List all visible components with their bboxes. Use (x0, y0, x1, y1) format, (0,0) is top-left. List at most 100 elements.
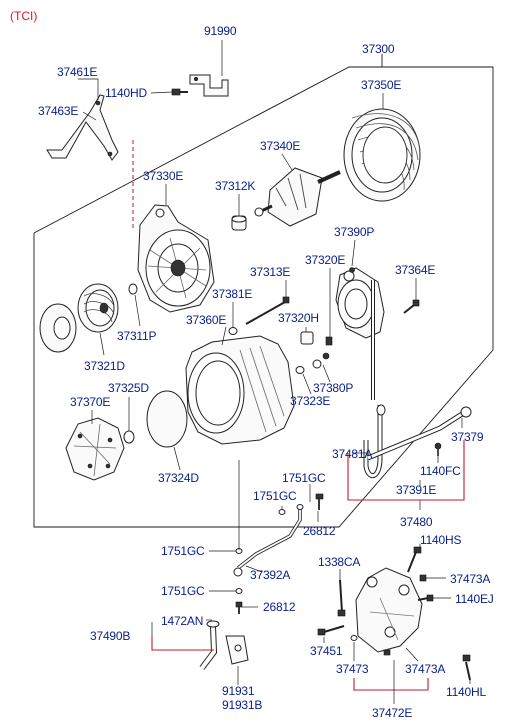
label-26812-a[interactable]: 26812 (303, 524, 336, 538)
vacuum-pump-37390P-shape[interactable] (335, 267, 385, 339)
label-37473[interactable]: 37473 (336, 662, 369, 676)
oil-pipe-37392A-shape[interactable] (233, 506, 302, 577)
label-37312K[interactable]: 37312K (215, 179, 256, 193)
label-37381E[interactable]: 37381E (212, 287, 253, 301)
label-37330E[interactable]: 37330E (143, 169, 184, 183)
label-37320E[interactable]: 37320E (305, 253, 346, 267)
label-37390P[interactable]: 37390P (334, 225, 375, 239)
leader-37463E (82, 111, 97, 121)
rear-cover-37324D-shape[interactable] (146, 390, 188, 448)
label-1140FC[interactable]: 1140FC (420, 464, 461, 478)
leader-37324D (173, 446, 181, 471)
label-37380P[interactable]: 37380P (313, 381, 354, 395)
label-37391E[interactable]: 37391E (396, 483, 437, 497)
bolt-26812-lower-shape[interactable] (235, 601, 243, 614)
bolt-1140HL-shape[interactable] (462, 654, 471, 681)
label-37473A-b[interactable]: 37473A (405, 662, 446, 676)
leader-37340E (281, 153, 293, 171)
bracket-37472E (353, 678, 429, 691)
label-1140HD[interactable]: 1140HD (105, 86, 148, 100)
label-37451[interactable]: 37451 (310, 644, 343, 658)
gasket-91931-shape[interactable] (225, 635, 249, 665)
leader-37380P (322, 364, 331, 383)
label-1751GC-b[interactable]: 1751GC (253, 489, 297, 503)
label-37379[interactable]: 37379 (451, 430, 484, 444)
front-housing-37330E-shape[interactable] (137, 204, 215, 313)
label-37320H[interactable]: 37320H (278, 311, 319, 325)
regulator-37320H-shape[interactable] (300, 331, 314, 345)
label-1472AN[interactable]: 1472AN (161, 614, 203, 628)
rear-housing-37360E-shape[interactable] (185, 335, 295, 445)
label-26812-b[interactable]: 26812 (263, 600, 296, 614)
washer-37325D-shape[interactable] (123, 430, 135, 444)
label-37490B[interactable]: 37490B (90, 629, 131, 643)
nut-37380P-shape[interactable] (312, 352, 330, 369)
label-37473A-a[interactable]: 37473A (450, 572, 491, 586)
bolt-37364E-shape[interactable] (403, 299, 420, 314)
leader-37323E (302, 373, 312, 395)
label-37300[interactable]: 37300 (362, 42, 395, 56)
label-37311P[interactable]: 37311P (117, 329, 157, 343)
label-37323E[interactable]: 37323E (290, 394, 331, 408)
variant-header: (TCI) (10, 9, 37, 23)
bolt-26812-upper-shape[interactable] (315, 493, 324, 510)
bracket-91990-shape[interactable] (189, 74, 229, 97)
label-91990[interactable]: 91990 (204, 24, 237, 38)
bracket-37480 (347, 440, 465, 501)
label-37350E[interactable]: 37350E (361, 78, 402, 92)
label-91931B[interactable]: 91931B (222, 698, 263, 712)
label-37364E[interactable]: 37364E (395, 263, 436, 277)
hose-37379-shape[interactable] (367, 406, 472, 461)
stator-37350E-shape[interactable] (343, 108, 421, 202)
label-37313E[interactable]: 37313E (250, 265, 291, 279)
label-37461E[interactable]: 37461E (57, 65, 98, 79)
washer-37473-shape[interactable] (350, 635, 358, 641)
bolt-37451-shape[interactable] (317, 625, 345, 636)
rotor-37340E-shape[interactable] (254, 167, 341, 227)
return-hose-37490B-shape[interactable] (199, 625, 218, 670)
label-1140EJ[interactable]: 1140EJ (455, 592, 494, 606)
label-37360E[interactable]: 37360E (186, 313, 227, 327)
bracket-37463E-shape[interactable] (46, 94, 119, 161)
label-37340E[interactable]: 37340E (260, 139, 301, 153)
label-37370E[interactable]: 37370E (70, 395, 111, 409)
bolt-37473A-upper-shape[interactable] (419, 574, 427, 582)
cover-plate-shape[interactable] (39, 303, 77, 353)
washer-37381E-shape[interactable] (228, 327, 238, 335)
label-37480[interactable]: 37480 (400, 515, 433, 529)
bearing-37312K-shape[interactable] (231, 215, 247, 231)
label-1751GC-a[interactable]: 1751GC (282, 471, 326, 485)
label-37472E[interactable]: 37472E (372, 706, 413, 720)
bolt-1140EJ-shape[interactable] (417, 594, 434, 602)
leader-37360E (221, 326, 227, 346)
leader-1140HD (150, 91, 173, 94)
label-37481A[interactable]: 37481A (332, 447, 373, 461)
bolt-37320E-shape[interactable] (325, 336, 333, 346)
part-labels: 91990 37300 37461E 1140HD 37350E 37463E … (38, 24, 494, 720)
label-1751GC-c[interactable]: 1751GC (161, 544, 205, 558)
label-1140HS[interactable]: 1140HS (420, 533, 462, 547)
leader-37321D (99, 332, 105, 356)
washer-37323E-shape[interactable] (295, 366, 305, 374)
clamp-1472AN-shape[interactable] (206, 620, 220, 628)
leader-37392A (245, 565, 263, 573)
bolt-1338CA-shape[interactable] (337, 579, 346, 617)
label-1338CA[interactable]: 1338CA (318, 555, 361, 569)
label-1751GC-d[interactable]: 1751GC (161, 584, 205, 598)
label-37321D[interactable]: 37321D (84, 359, 126, 373)
clip-1140FC-shape[interactable] (434, 442, 442, 456)
label-37325D[interactable]: 37325D (108, 381, 150, 395)
hose-37481A-shape[interactable] (363, 404, 386, 478)
bolt-37473A-lower-shape[interactable] (383, 649, 391, 656)
label-37463E[interactable]: 37463E (38, 104, 79, 118)
bolt-1140HS-shape[interactable] (407, 546, 422, 573)
label-37392A[interactable]: 37392A (250, 568, 291, 582)
mount-bracket-shape[interactable] (355, 567, 423, 653)
label-37324D[interactable]: 37324D (158, 471, 200, 485)
bolt-1140HD-shape[interactable] (171, 88, 188, 96)
label-1140HL[interactable]: 1140HL (446, 685, 487, 699)
label-91931[interactable]: 91931 (222, 684, 255, 698)
rectifier-37370E-shape[interactable] (65, 417, 125, 481)
pulley-37321D-shape[interactable] (77, 283, 119, 333)
washer-37311P-shape[interactable] (128, 283, 138, 295)
